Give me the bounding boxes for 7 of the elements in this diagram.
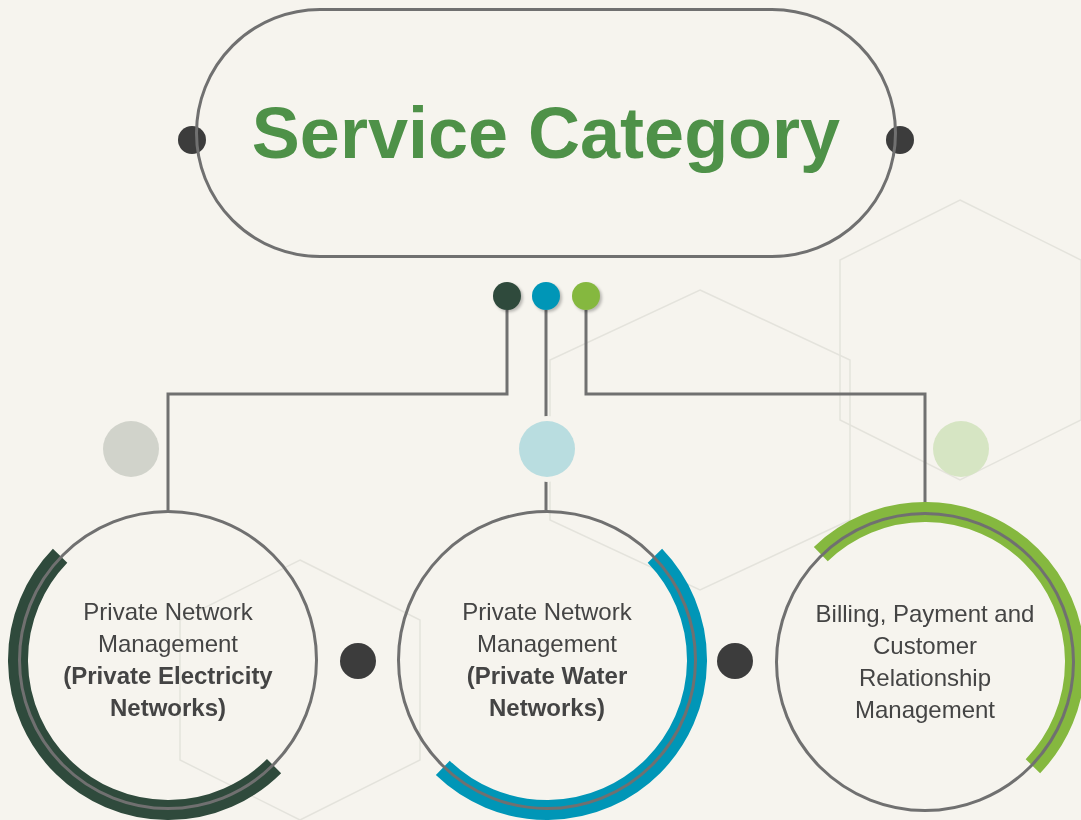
title-pill: [195, 8, 897, 258]
category-text: (Private Electricity Networks): [62, 661, 274, 723]
connector-line: [166, 310, 509, 510]
category-text: Private Network Management: [82, 597, 254, 659]
category-text: Private Network Management: [461, 597, 633, 659]
category-text: (Private Water Networks): [465, 661, 629, 723]
category-text: Billing, Payment and Customer Relationship Management: [814, 599, 1036, 725]
